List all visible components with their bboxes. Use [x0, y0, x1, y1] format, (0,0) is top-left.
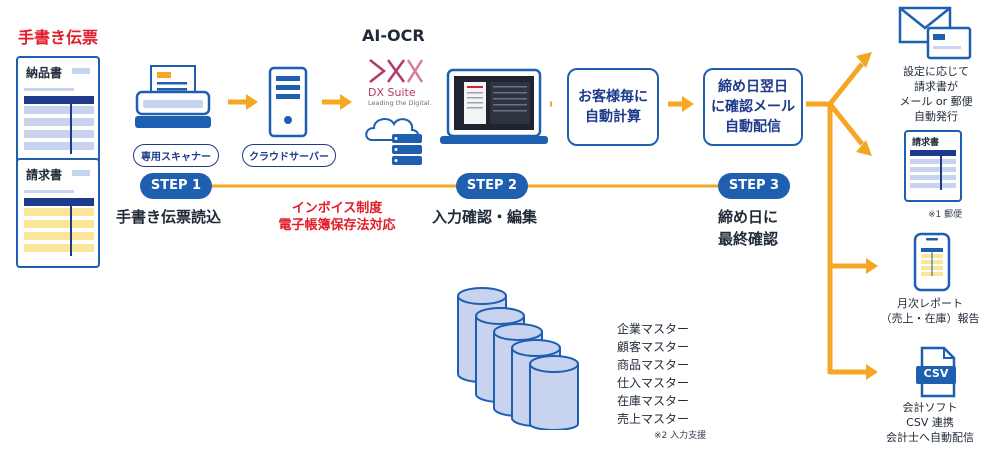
invoice-note-line-2: 電子帳簿保存法対応 [278, 218, 396, 233]
invoice-output-doc: 請求書 [904, 130, 962, 202]
step-1-title: 手書き伝票読込 [116, 208, 222, 226]
closing-mail-box: 締め日翌日 に確認メール 自動配信 [703, 68, 803, 146]
master-database-icon [457, 287, 579, 430]
dx-suite-brand: DX Suite [368, 86, 416, 99]
server-label: クラウドサーバー [242, 144, 336, 167]
master-item: 顧客マスター [617, 340, 690, 354]
closing-line-3: 自動配信 [725, 119, 781, 135]
dx-suite-logo [369, 59, 424, 83]
step-2-pill: STEP 2 [456, 173, 528, 199]
master-list: 企業マスター 顧客マスター 商品マスター 仕入マスター 在庫マスター 売上マスタ… [617, 320, 689, 428]
master-item: 仕入マスター [617, 376, 690, 390]
invoice-doc: 請求書 [16, 158, 100, 268]
scanner-icon [135, 65, 211, 128]
csv-file-icon [916, 346, 956, 398]
step-1-pill: STEP 1 [140, 173, 212, 199]
delivery-note-doc: 納品書 [16, 56, 100, 166]
handwritten-title: 手書き伝票 [18, 28, 99, 47]
laptop-icon [440, 68, 548, 144]
arrow-calc-to-closing [668, 96, 694, 112]
invoice-compliance-note: インボイス制度 電子帳簿保存法対応 [262, 200, 412, 234]
branch-arrows [806, 52, 878, 380]
csv-badge-text: CSV [923, 367, 949, 380]
step-3-pill: STEP 3 [718, 173, 790, 199]
arrow-server-to-ocr [322, 94, 352, 110]
mail-line-4: 自動発行 [914, 110, 958, 123]
step-3-title-line-2: 最終確認 [718, 230, 779, 248]
mail-line-3: メール or 郵便 [899, 95, 973, 108]
invoice-note-line-1: インボイス制度 [291, 201, 383, 216]
delivery-note-label: 納品書 [26, 66, 63, 80]
csv-line-1: 会計ソフト [902, 401, 958, 414]
master-item: 企業マスター [617, 322, 690, 336]
invoice-output-label: 請求書 [912, 138, 940, 148]
auto-calc-box: お客様毎に 自動計算 [567, 68, 659, 146]
master-item: 在庫マスター [617, 394, 690, 408]
closing-line-2: に確認メール [711, 99, 795, 115]
server-icon [268, 66, 308, 138]
master-input-note: ※2 入力支援 [654, 431, 707, 441]
csv-output-label: 会計ソフト CSV 連携 会計士へ自動配信 [872, 400, 988, 445]
report-line-1: 月次レポート [897, 297, 963, 310]
master-item: 商品マスター [617, 358, 690, 372]
csv-line-2: CSV 連携 [906, 416, 954, 429]
master-item: 売上マスター [617, 412, 690, 426]
dx-suite-tagline: Leading the Digital. [368, 99, 432, 107]
step-2-title: 入力確認・編集 [432, 208, 538, 226]
arrow-scanner-to-server [228, 94, 258, 110]
invoice-output-note: ※1 郵便 [928, 210, 963, 220]
auto-calc-line-1: お客様毎に [578, 89, 648, 105]
closing-line-1: 締め日翌日 [718, 79, 788, 95]
cloud-database-icon [365, 118, 422, 165]
mail-envelope-icon [898, 6, 972, 60]
scanner-label: 専用スキャナー [133, 144, 219, 167]
mail-output-label: 設定に応じて 請求書が メール or 郵便 自動発行 [880, 64, 992, 124]
mail-line-2: 請求書が [914, 80, 958, 93]
ocr-title: AI-OCR [362, 26, 425, 45]
auto-calc-line-2: 自動計算 [585, 109, 641, 125]
step-3-title: 締め日に 最終確認 [718, 206, 778, 250]
report-output-label: 月次レポート （売上・在庫）報告 [872, 296, 988, 326]
report-line-2: （売上・在庫）報告 [880, 312, 980, 325]
step-3-title-line-1: 締め日に [718, 208, 779, 226]
smartphone-report-icon [913, 232, 951, 292]
csv-line-3: 会計士へ自動配信 [886, 431, 974, 444]
invoice-label: 請求書 [26, 168, 63, 182]
mail-line-1: 設定に応じて [903, 65, 969, 78]
